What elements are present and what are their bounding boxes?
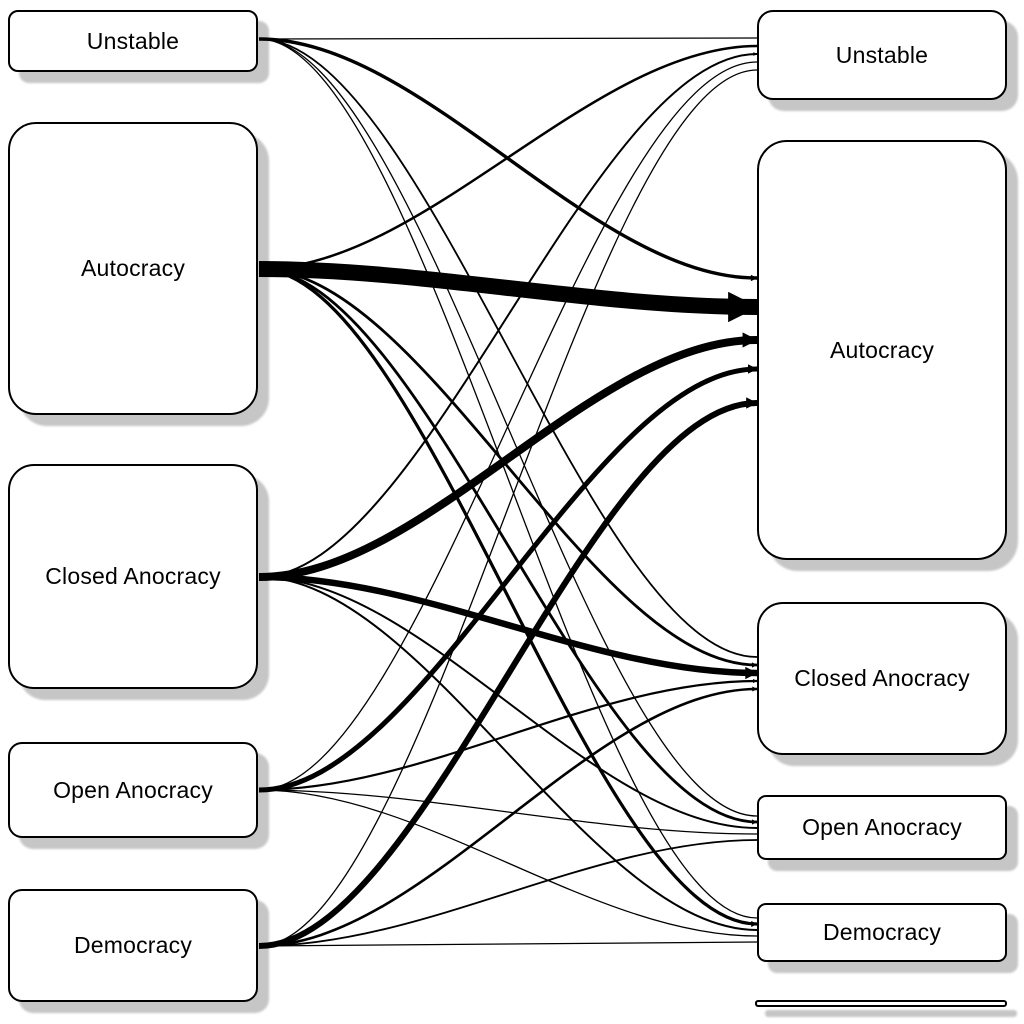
node-label: Open Anocracy bbox=[802, 814, 962, 840]
flow-de-to-ca[interactable] bbox=[258, 686, 758, 948]
node-label: Unstable bbox=[835, 41, 929, 68]
node-label: Open Anocracy bbox=[53, 776, 213, 803]
node-label: Unstable bbox=[86, 27, 180, 54]
empty-node-bar[interactable] bbox=[755, 1000, 1007, 1007]
node-left-closed-anocracy[interactable]: Closed Anocracy bbox=[8, 464, 258, 689]
flow-de-to-au[interactable] bbox=[258, 397, 758, 949]
node-label: Closed Anocracy bbox=[794, 665, 970, 691]
flow-ca-to-de[interactable] bbox=[258, 576, 758, 931]
flow-au-to-de[interactable] bbox=[258, 267, 758, 928]
node-left-democracy[interactable]: Democracy bbox=[8, 889, 258, 1002]
flow-de-to-oa[interactable] bbox=[258, 839, 758, 947]
flow-de-to-de[interactable] bbox=[258, 941, 758, 947]
flow-un-to-au[interactable] bbox=[258, 37, 758, 282]
flow-oa-to-ca[interactable] bbox=[258, 678, 758, 792]
flow-ca-to-un[interactable] bbox=[258, 52, 758, 578]
node-right-autocracy[interactable]: Autocracy bbox=[757, 140, 1007, 560]
node-left-autocracy[interactable]: Autocracy bbox=[8, 122, 258, 415]
node-right-closed-anocracy[interactable]: Closed Anocracy bbox=[757, 602, 1007, 755]
node-right-unstable[interactable]: Unstable bbox=[757, 10, 1007, 100]
node-label: Democracy bbox=[73, 932, 193, 958]
flow-un-to-ca[interactable] bbox=[258, 38, 758, 658]
flow-oa-to-oa[interactable] bbox=[258, 789, 758, 835]
node-left-open-anocracy[interactable]: Open Anocracy bbox=[8, 742, 258, 838]
node-label: Closed Anocracy bbox=[45, 563, 221, 589]
flow-un-to-de[interactable] bbox=[258, 38, 758, 919]
node-label: Autocracy bbox=[80, 255, 186, 281]
flow-ca-to-au[interactable] bbox=[258, 332, 758, 581]
node-right-democracy[interactable]: Democracy bbox=[757, 903, 1007, 962]
flow-au-to-oa[interactable] bbox=[258, 267, 758, 825]
flow-un-to-un[interactable] bbox=[258, 37, 758, 40]
node-label: Democracy bbox=[822, 919, 942, 945]
flow-au-to-au[interactable] bbox=[258, 261, 759, 323]
flow-oa-to-au[interactable] bbox=[258, 364, 758, 793]
flow-au-to-ca[interactable] bbox=[258, 267, 758, 668]
node-left-unstable[interactable]: Unstable bbox=[8, 10, 258, 72]
flow-ca-to-ca[interactable] bbox=[258, 573, 758, 680]
node-label: Autocracy bbox=[829, 336, 935, 363]
node-right-open-anocracy[interactable]: Open Anocracy bbox=[757, 795, 1007, 860]
flow-oa-to-de[interactable] bbox=[258, 789, 758, 937]
flow-ca-to-oa[interactable] bbox=[258, 576, 758, 829]
flow-de-to-un[interactable] bbox=[258, 69, 758, 947]
flow-oa-to-un[interactable] bbox=[258, 61, 758, 791]
